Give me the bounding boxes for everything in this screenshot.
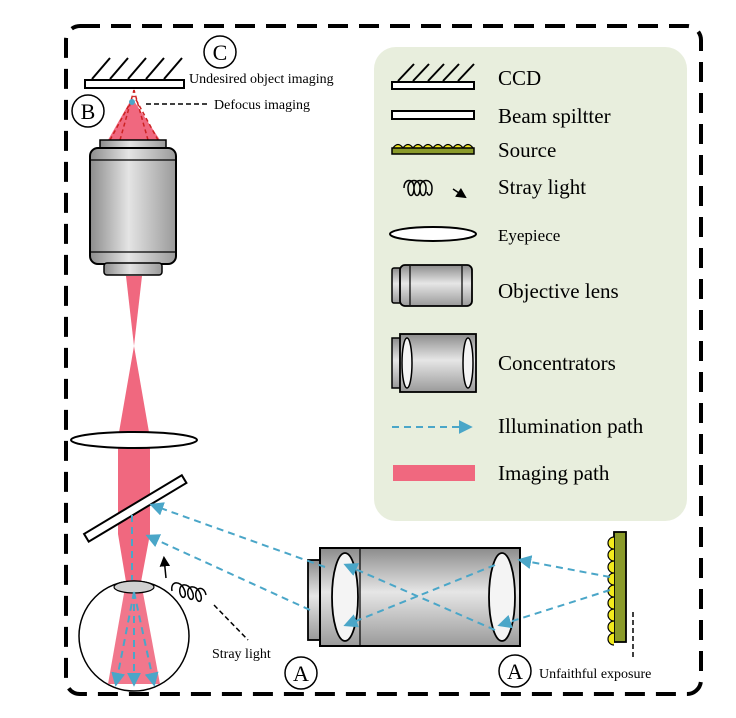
illumination-path <box>111 502 611 687</box>
light-source <box>607 531 627 646</box>
svg-text:B: B <box>81 99 96 124</box>
marker-c: C <box>203 35 237 69</box>
legend-imaging-path-label: Imaging path <box>498 461 610 485</box>
legend-ccd-label: CCD <box>498 66 541 90</box>
eyepiece-lens <box>70 431 198 449</box>
legend-imaging-path-icon <box>393 465 475 481</box>
legend-stray-light-icon <box>403 179 467 199</box>
legend-panel <box>374 47 687 521</box>
legend-beam-splitter-label: Beam spiltter <box>498 104 611 128</box>
unfaithful-exposure-label: Unfaithful exposure <box>539 667 651 682</box>
defocus-rays <box>109 89 159 141</box>
legend-illumination-path-label: Illumination path <box>498 414 644 438</box>
legend-ccd-icon <box>391 63 475 90</box>
marker-b: B <box>71 94 105 128</box>
legend-eyepiece-label: Eyepiece <box>498 226 560 245</box>
imaging-path <box>108 98 160 582</box>
objective-lens <box>89 139 177 276</box>
marker-a-left: A <box>284 656 318 690</box>
stray-light-coil <box>159 555 207 603</box>
legend-objective-lens-label: Objective lens <box>498 279 619 303</box>
undesired-object-imaging-label: Undesired object imaging <box>189 72 334 87</box>
legend-source-icon <box>391 143 475 155</box>
stray-light-leader <box>213 604 249 641</box>
outer-frame <box>64 24 703 696</box>
legend-beam-splitter-icon <box>391 110 475 120</box>
defocus-point <box>129 99 135 105</box>
defocus-imaging-label: Defocus imaging <box>214 98 310 113</box>
legend-stray-light-label: Stray light <box>498 175 586 199</box>
svg-text:A: A <box>293 661 309 686</box>
marker-a-right: A <box>498 654 532 688</box>
legend-concentrators-label: Concentrators <box>498 351 616 375</box>
beam-splitter <box>82 473 188 544</box>
stray-light-annotation: Stray light <box>212 647 271 662</box>
svg-text:C: C <box>213 40 228 65</box>
legend-objective-lens-icon <box>391 264 473 307</box>
ccd-sensor <box>84 57 185 89</box>
legend-source-label: Source <box>498 138 556 162</box>
legend-concentrators-icon <box>391 333 477 393</box>
svg-text:A: A <box>507 659 523 684</box>
legend-eyepiece-icon <box>389 226 477 242</box>
